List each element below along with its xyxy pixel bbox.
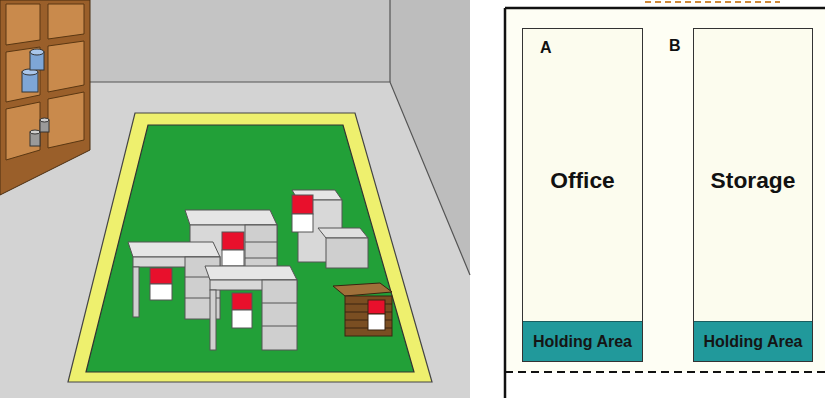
room-box: BStorageHolding Area — [693, 28, 813, 362]
aisle-line — [505, 371, 825, 373]
desk — [205, 266, 297, 350]
floor — [0, 0, 470, 398]
file-cabinet — [292, 190, 368, 268]
plan-ground — [505, 8, 825, 372]
area-letter: B — [669, 36, 681, 55]
holding-label: Holding Area — [533, 332, 632, 351]
wall-line — [504, 8, 507, 398]
holding-area: Holding Area — [523, 321, 642, 361]
board-stack — [333, 283, 392, 336]
back-wall — [90, 0, 390, 82]
green-mat — [86, 125, 414, 372]
room-box: A OfficeHolding Area — [522, 28, 643, 362]
room-name: Storage — [694, 167, 812, 194]
wall-corner — [389, 0, 390, 82]
side-wall — [390, 0, 470, 275]
door-mark — [645, 1, 780, 3]
bookshelf — [0, 0, 90, 195]
room-name: Office — [523, 167, 642, 194]
holding-area: Holding Area — [694, 321, 812, 361]
wall-line — [505, 7, 825, 10]
holding-label: Holding Area — [704, 332, 803, 351]
area-letter: A — [540, 38, 552, 57]
desk — [128, 242, 220, 319]
cans — [22, 49, 49, 146]
shelf-cubbies — [6, 4, 84, 160]
yellow-border — [68, 113, 432, 382]
